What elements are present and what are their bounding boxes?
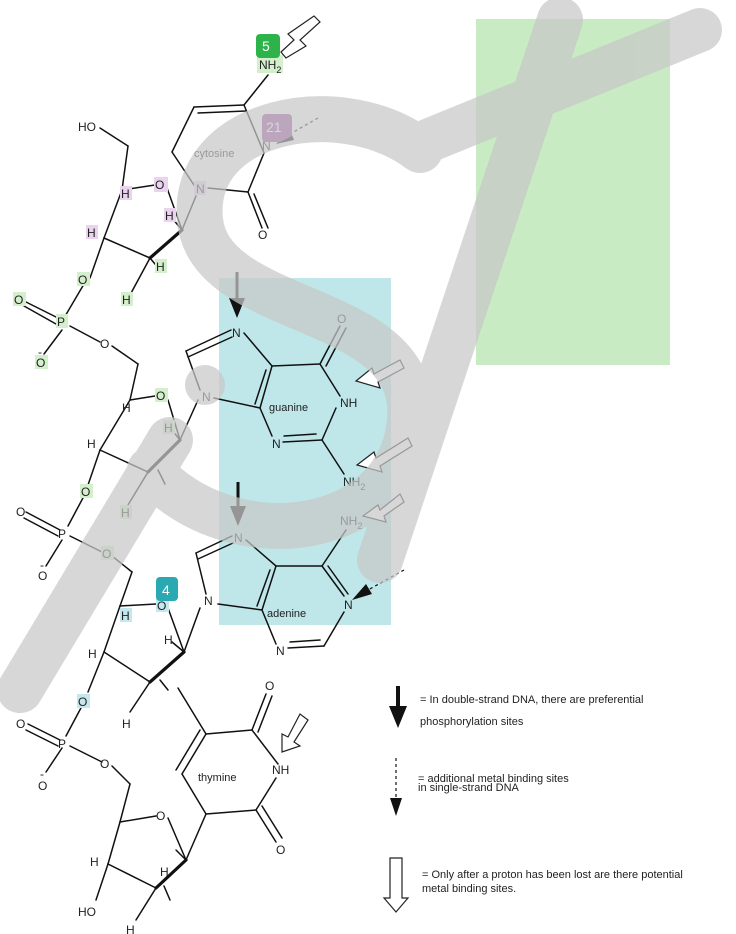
watermark-logo: iStock bbox=[0, 0, 722, 713]
atom-p-1: P bbox=[57, 315, 65, 329]
atom-o-p2-double: O bbox=[16, 505, 25, 519]
atom-h: H bbox=[87, 226, 96, 240]
atom-n-adenine-1: N bbox=[344, 598, 353, 612]
charge-minus-3: - bbox=[40, 767, 44, 781]
legend-hollow-text-2: metal binding sites. bbox=[422, 883, 516, 895]
atom-n-adenine-9: N bbox=[204, 594, 213, 608]
legend-solid-text-1: = In double-strand DNA, there are prefer… bbox=[420, 694, 644, 706]
atom-n-adenine-3: N bbox=[276, 644, 285, 658]
adenine-sugar bbox=[87, 571, 201, 713]
atom-bg bbox=[257, 55, 283, 73]
atom-h: H bbox=[88, 647, 97, 661]
atom-n-guanine-3: N bbox=[272, 437, 281, 451]
atom-ho-bottom: HO bbox=[78, 905, 96, 919]
atom-h: H bbox=[121, 187, 130, 201]
label-adenine: adenine bbox=[267, 608, 306, 620]
legend-hollow-arrow bbox=[382, 857, 410, 913]
atom-ho-top: HO bbox=[78, 120, 96, 134]
atom-bg bbox=[77, 272, 90, 286]
atom-bg bbox=[154, 177, 168, 192]
badge-5: 5 bbox=[256, 34, 280, 58]
atom-h: H bbox=[165, 209, 174, 223]
legend-dashed-text-2: in single-strand DNA bbox=[418, 782, 520, 794]
atom-o-p3-ester: O bbox=[100, 757, 109, 771]
atom-bg bbox=[155, 388, 168, 402]
atom-o-thymine-bottom: O bbox=[276, 843, 285, 857]
legend-hollow-text-1: = Only after a proton has been lost are … bbox=[422, 869, 683, 881]
atom-h: H bbox=[121, 609, 130, 623]
atom-o-cytosine: O bbox=[258, 228, 267, 242]
thymine-ring bbox=[175, 687, 283, 843]
atom-o-sugar-1: O bbox=[155, 178, 164, 192]
atom-h: H bbox=[90, 855, 99, 869]
atom-o-sugar-4: O bbox=[156, 809, 165, 823]
atom-bg bbox=[155, 259, 167, 273]
charge-minus-2: - bbox=[40, 558, 44, 572]
atom-o-p1-double: O bbox=[14, 293, 23, 307]
atom-o-minus-2: O bbox=[38, 569, 47, 583]
atom-bg bbox=[121, 292, 133, 306]
atom-bg bbox=[86, 225, 98, 239]
phosphate-3 bbox=[25, 705, 131, 785]
atom-o-minus-1: O bbox=[36, 356, 45, 370]
charge-minus-1: - bbox=[38, 345, 42, 359]
thymine-sugar bbox=[95, 783, 207, 921]
atom-bg bbox=[35, 355, 48, 369]
atom-h: H bbox=[122, 293, 131, 307]
hollow-arrow-cytosine bbox=[280, 15, 321, 59]
atom-h: H bbox=[160, 865, 169, 879]
atom-o-link-3: O bbox=[78, 695, 87, 709]
atom-bg bbox=[56, 314, 68, 328]
atom-h: H bbox=[122, 401, 131, 415]
atom-o-minus-3: O bbox=[38, 779, 47, 793]
phosphate-1 bbox=[21, 283, 139, 365]
atom-bg bbox=[164, 208, 176, 222]
legend-solid-text-2: phosphorylation sites bbox=[420, 716, 524, 728]
atom-nh-guanine: NH bbox=[340, 396, 357, 410]
svg-text:4: 4 bbox=[162, 582, 170, 598]
atom-o-sugar-2: O bbox=[156, 389, 165, 403]
atom-h: H bbox=[164, 633, 173, 647]
legend-solid-arrow bbox=[389, 686, 407, 728]
label-thymine: thymine bbox=[198, 772, 237, 784]
atom-bg bbox=[156, 598, 169, 612]
atom-bg bbox=[13, 292, 26, 306]
atom-h: H bbox=[122, 717, 131, 731]
atom-o-sugar-3: O bbox=[157, 599, 166, 613]
svg-text:5: 5 bbox=[262, 38, 270, 54]
atom-h: H bbox=[87, 437, 96, 451]
hollow-arrow-thymine bbox=[281, 713, 309, 753]
atom-o-thymine-top: O bbox=[265, 679, 274, 693]
atom-o-p1-ester: O bbox=[100, 337, 109, 351]
atom-bg bbox=[120, 186, 132, 200]
atom-p-2: P bbox=[58, 527, 66, 541]
atom-n-guanine-7: N bbox=[232, 326, 241, 340]
atom-p-3: P bbox=[58, 737, 66, 751]
atom-h: H bbox=[126, 923, 135, 934]
atom-nh-thymine: NH bbox=[272, 763, 289, 777]
atom-o-p3-double: O bbox=[16, 717, 25, 731]
atom-o-link-1: O bbox=[78, 273, 87, 287]
atom-h: H bbox=[156, 260, 165, 274]
atom-o-link-2: O bbox=[81, 485, 90, 499]
badge-4: 4 bbox=[156, 577, 178, 601]
legend-dashed-arrow bbox=[390, 758, 402, 816]
legend-dashed-text-1: = additional metal binding sites bbox=[418, 773, 569, 785]
atom-bg bbox=[120, 608, 132, 622]
atom-bg bbox=[80, 484, 93, 498]
atom-nh2-cytosine: NH2 bbox=[259, 58, 281, 75]
label-guanine: guanine bbox=[269, 402, 308, 414]
atom-bg bbox=[77, 694, 90, 708]
